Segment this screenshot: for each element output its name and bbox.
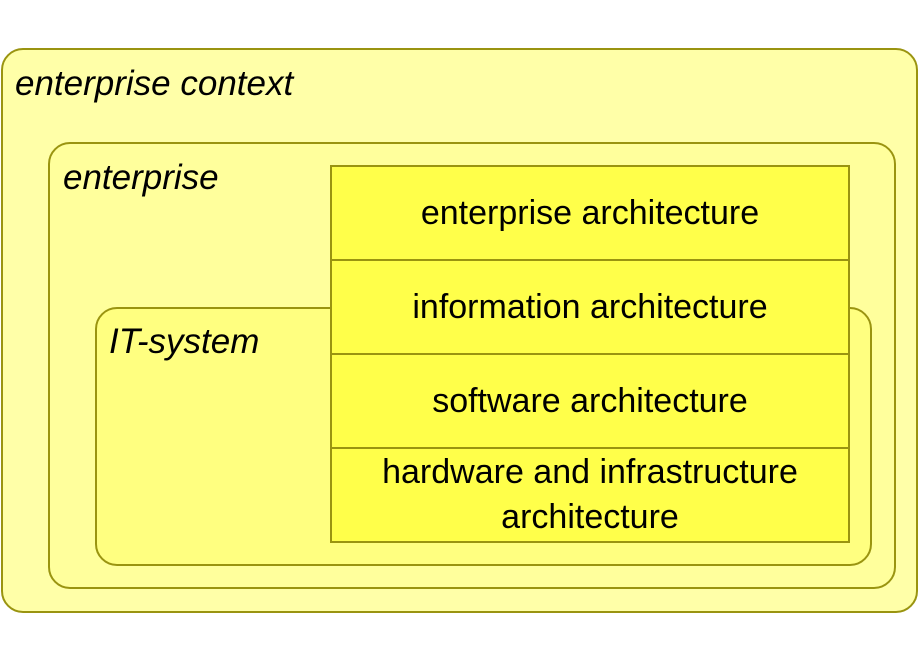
it-system-label: IT-system: [109, 322, 260, 361]
layer-enterprise-architecture: enterprise architecture: [332, 167, 848, 259]
enterprise-label: enterprise: [63, 158, 219, 197]
layer-information-architecture: information architecture: [332, 259, 848, 353]
layer-software-architecture: software architecture: [332, 353, 848, 447]
architecture-layer-stack: enterprise architecture information arch…: [330, 165, 850, 543]
layer-hardware-infrastructure-architecture: hardware and infrastructure architecture: [332, 447, 848, 541]
enterprise-context-label: enterprise context: [15, 64, 294, 103]
